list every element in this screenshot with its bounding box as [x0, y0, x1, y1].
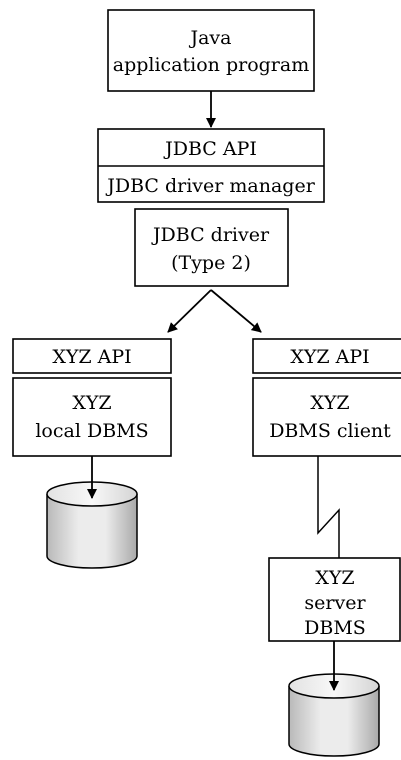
server-dbms-box: XYZ server DBMS — [268, 557, 401, 642]
server-label-line3: DBMS — [304, 617, 366, 639]
left-xyz-api-box: XYZ API — [12, 338, 172, 374]
server-label-line1: XYZ — [315, 567, 354, 589]
jdbc-api-label: JDBC API — [163, 138, 257, 160]
jdbc-driver-box: JDBC driver (Type 2) — [134, 208, 289, 287]
left-xyz-api-label: XYZ API — [52, 346, 131, 368]
arrow-driver-to-left-api — [167, 289, 212, 333]
java-application-box: Java application program — [107, 9, 315, 92]
jdbc-driver-label-line1: JDBC driver — [151, 224, 270, 246]
java-app-label-line2: application program — [113, 54, 309, 76]
java-app-label-line1: Java — [188, 27, 231, 49]
arrow-driver-to-right-api — [210, 289, 262, 333]
left-dbms-label-line1: XYZ — [72, 392, 111, 414]
jdbc-driver-label-line2: (Type 2) — [171, 252, 251, 274]
right-client-label-line2: DBMS client — [269, 420, 391, 442]
left-dbms-label-line2: local DBMS — [35, 420, 148, 442]
server-label-line2: server — [304, 592, 366, 614]
right-xyz-api-label: XYZ API — [290, 346, 369, 368]
right-xyz-api-box: XYZ API — [252, 338, 401, 374]
left-local-dbms-box: XYZ local DBMS — [12, 377, 172, 457]
network-connection-line — [317, 456, 340, 558]
right-dbms-client-box: XYZ DBMS client — [252, 377, 401, 457]
jdbc-api-stack: JDBC API JDBC driver manager — [97, 128, 325, 203]
right-client-label-line1: XYZ — [310, 392, 349, 414]
jdbc-driver-manager-label: JDBC driver manager — [105, 175, 315, 197]
